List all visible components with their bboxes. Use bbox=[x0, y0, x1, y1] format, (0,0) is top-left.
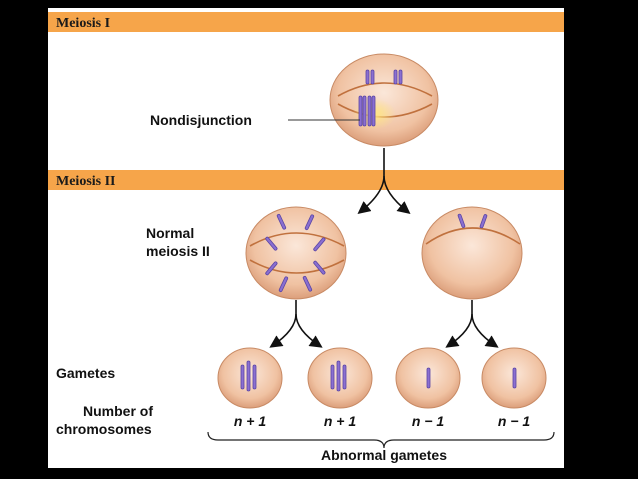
gamete-count-4: n − 1 bbox=[498, 413, 531, 429]
abnormal-gametes-brace bbox=[207, 431, 555, 449]
diagram-panel: Meiosis I Meiosis II Nondisjunction bbox=[48, 8, 564, 468]
gamete-count-2: n + 1 bbox=[324, 413, 357, 429]
number-of-chromosomes-label-line1: Number of bbox=[83, 403, 153, 419]
nondisjunction-diagram: Meiosis I Meiosis II Nondisjunction bbox=[48, 12, 564, 463]
meiosis-one-title: Meiosis I bbox=[56, 16, 110, 31]
gamete-3 bbox=[395, 347, 461, 409]
meiosis-two-right-cell bbox=[421, 206, 523, 300]
normal-meiosis-label-line2: meiosis II bbox=[146, 243, 210, 259]
meiosis-two-band bbox=[48, 170, 564, 190]
gamete-4 bbox=[481, 347, 547, 409]
meiosis-one-cell bbox=[329, 53, 439, 147]
number-of-chromosomes-label-line2: chromosomes bbox=[56, 421, 152, 437]
gamete-1 bbox=[217, 347, 283, 409]
meiosis-two-left-cell bbox=[245, 206, 347, 300]
gamete-2 bbox=[307, 347, 373, 409]
gamete-count-3: n − 1 bbox=[412, 413, 445, 429]
meiosis-one-split-arrows bbox=[357, 148, 411, 214]
meiosis-two-title: Meiosis II bbox=[56, 174, 116, 189]
meiosis-two-split-arrows bbox=[269, 300, 499, 348]
gamete-count-1: n + 1 bbox=[234, 413, 267, 429]
nondisjunction-label: Nondisjunction bbox=[150, 112, 252, 128]
meiosis-one-band bbox=[48, 12, 564, 32]
abnormal-gametes-label: Abnormal gametes bbox=[321, 447, 447, 463]
normal-meiosis-label-line1: Normal bbox=[146, 225, 194, 241]
gametes-label: Gametes bbox=[56, 365, 115, 381]
